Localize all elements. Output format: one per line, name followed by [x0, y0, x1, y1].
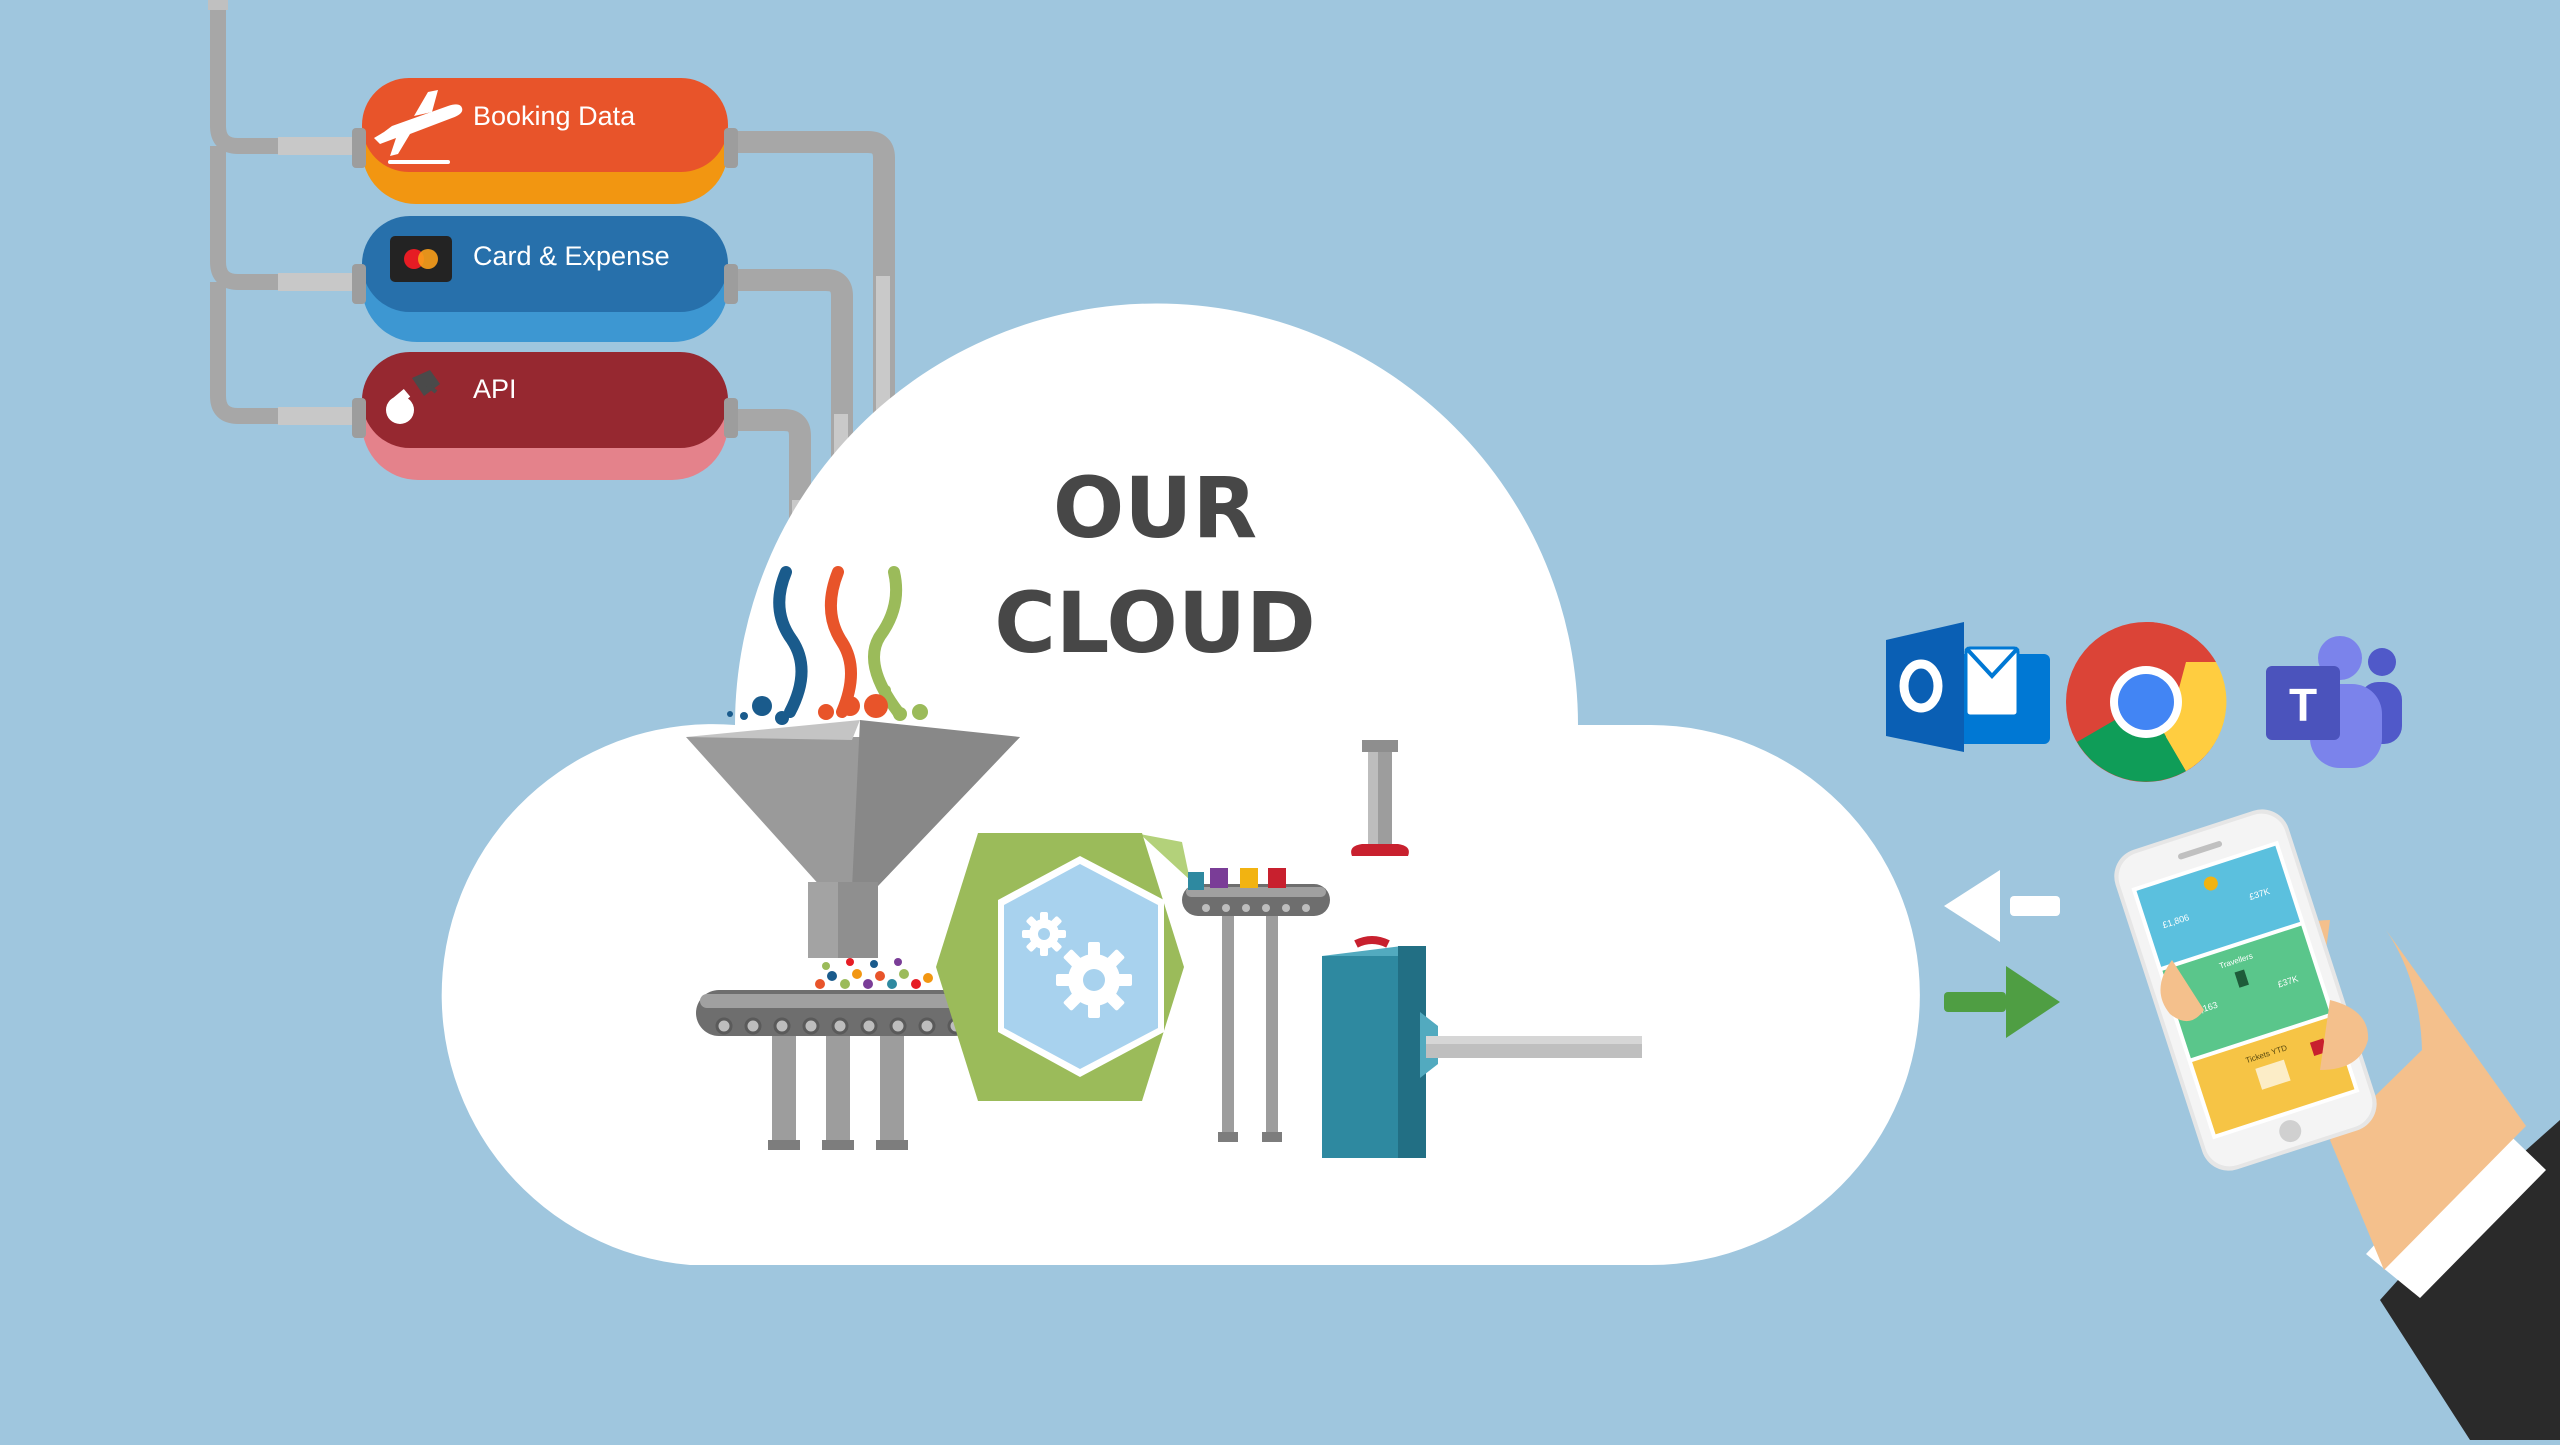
funnel	[686, 720, 1020, 958]
phone: £1,806 £37K Travellers £8,163 £37K Ticke…	[2114, 809, 2377, 1171]
teams-letter: T	[2289, 679, 2317, 731]
cloud-title-line2: CLOUD	[994, 574, 1316, 672]
data-streams	[773, 566, 904, 718]
outlook-icon	[1886, 622, 2050, 752]
source-label-card: Card & Expense	[473, 241, 670, 271]
processor-machine	[936, 833, 1190, 1101]
phone-card-1: £1,806 £37K	[2136, 845, 2301, 967]
arrow-left-icon	[1944, 870, 2060, 942]
source-label-api: API	[473, 374, 517, 404]
data-droplets	[727, 685, 928, 725]
gear-small-icon	[1022, 912, 1066, 956]
finger	[2320, 1000, 2369, 1070]
source-capsule-booking: Booking Data	[352, 78, 738, 204]
plug-icon	[386, 370, 440, 424]
credit-card-icon	[390, 236, 452, 282]
sorting-conveyor	[1182, 868, 1330, 1142]
cloud-title-line1: OUR	[1053, 459, 1257, 557]
phone-card-3: Tickets YTD	[2192, 1016, 2355, 1135]
thumb	[2160, 960, 2204, 1022]
teams-icon: T	[2266, 636, 2402, 768]
gear-icon	[1056, 942, 1132, 1018]
source-capsule-api: API	[352, 352, 738, 480]
chrome-icon	[2066, 621, 2227, 782]
stamp-press	[1351, 740, 1409, 856]
packaging-machine	[1322, 936, 1642, 1158]
arrow-right-icon	[1944, 966, 2060, 1038]
inlet-pipes	[208, 0, 360, 425]
source-capsule-card: Card & Expense	[352, 216, 738, 342]
conveyor-belt	[696, 990, 978, 1150]
data-bits	[815, 958, 933, 989]
source-label-booking: Booking Data	[473, 101, 636, 131]
airplane-takeoff-icon	[374, 90, 463, 164]
